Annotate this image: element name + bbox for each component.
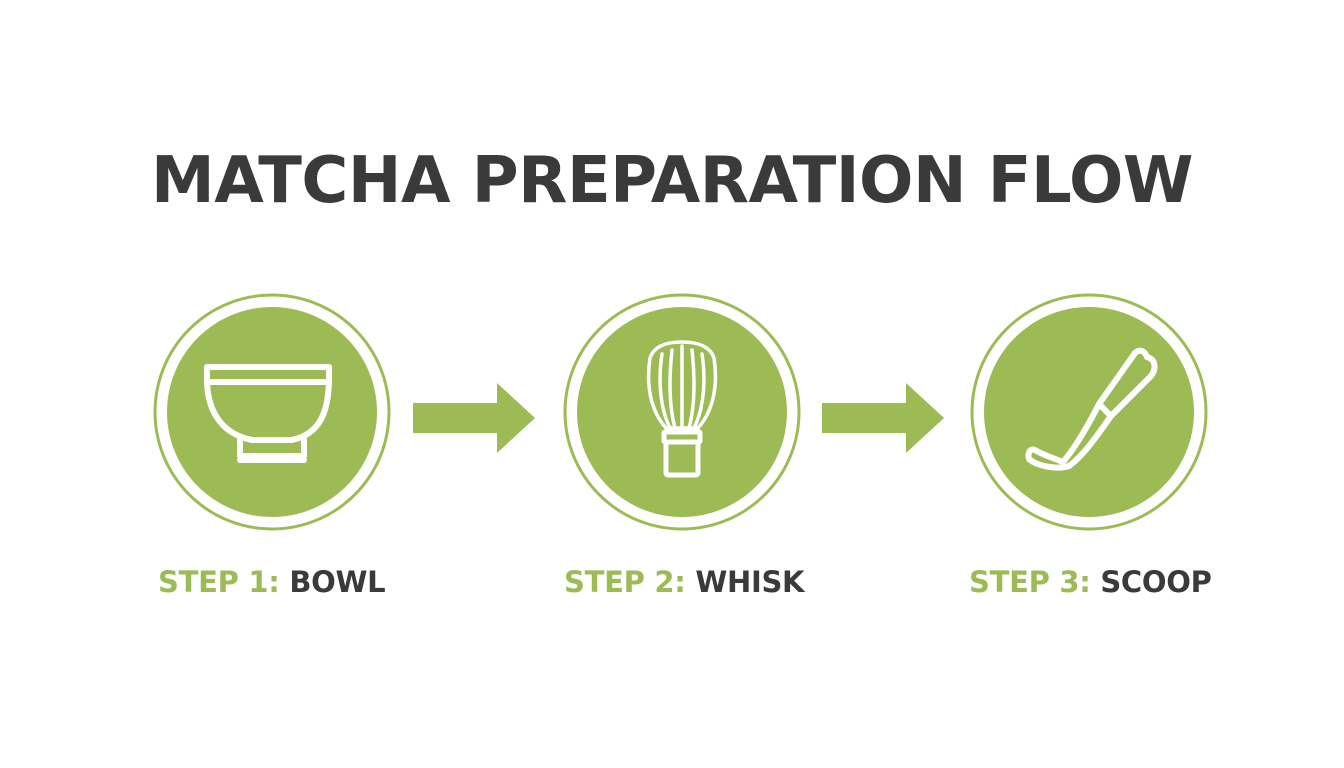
step-2-name: WHISK [695,565,805,599]
whisk-icon [563,293,801,531]
step-1-circle [152,292,392,532]
scoop-icon [970,293,1208,531]
step-2-circle [562,292,802,532]
bowl-icon [153,293,391,531]
step-2-label: STEP 2: WHISK [564,562,805,602]
step-1-prefix: STEP 1: [158,565,280,599]
step-3-label: STEP 3: SCOOP [969,562,1212,602]
step-1-label: STEP 1: BOWL [158,562,386,602]
step-3-circle [969,292,1209,532]
step-3-prefix: STEP 3: [969,565,1091,599]
arrow-right-icon [413,383,535,453]
step-1-name: BOWL [289,565,386,599]
step-2-prefix: STEP 2: [564,565,686,599]
step-3-name: SCOOP [1100,565,1212,599]
page-title: MATCHA PREPARATION FLOW [151,144,1194,218]
arrow-right-icon [822,383,944,453]
